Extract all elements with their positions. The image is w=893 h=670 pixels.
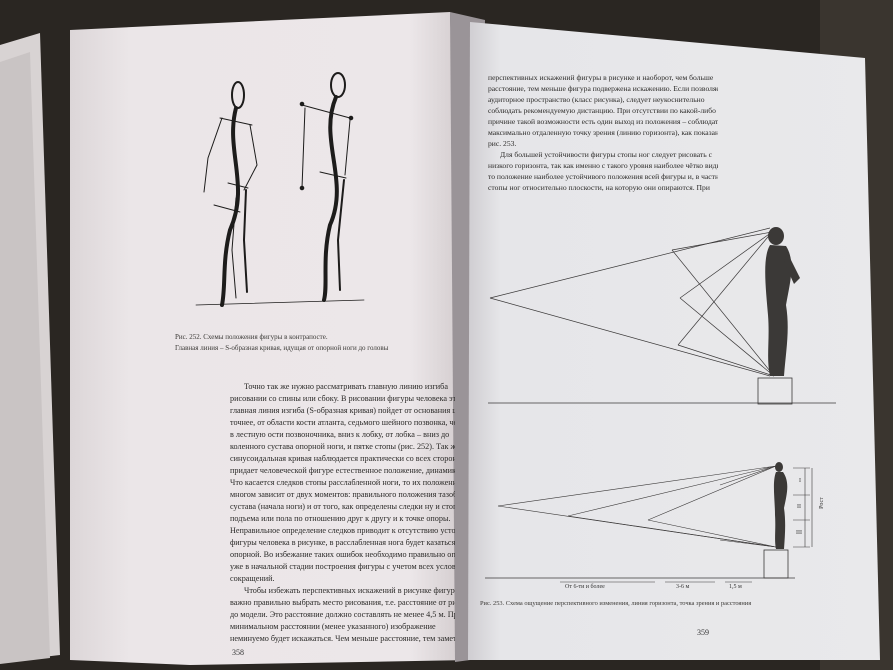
- left-body-line: многом зависит от двух моментов: правиль…: [230, 490, 455, 499]
- diagram-distance-far: От 6-ти и более: [565, 584, 605, 590]
- diagram-label-row-iii: III: [796, 530, 802, 536]
- left-body-line: Точно так же нужно рассматривать главную…: [244, 382, 448, 391]
- left-body-line: сустава (начала ноги) и от того, как опр…: [230, 502, 455, 511]
- diagram-label-row-ii: II: [797, 504, 801, 510]
- left-body-line: Неправильное определение следков приводи…: [230, 526, 455, 535]
- right-body-line: аудиторное пространство (класс рисунка),…: [488, 95, 705, 104]
- left-body-line: в лестную ости позвоночника, вниз к лобк…: [230, 430, 450, 439]
- left-body-line: подъема или пола по отношению друг к дру…: [230, 514, 451, 523]
- figure-253-bottom-diagram: [485, 465, 813, 583]
- left-body-line: неминуемо будет искажаться. Чем меньше р…: [230, 634, 455, 643]
- left-body-line: минимальном расстоянии (менее указанного…: [230, 622, 436, 631]
- figure-252-caption-line2: Главная линия – S-образная кривая, идуща…: [175, 344, 389, 352]
- figure-252-caption-line1: Рис. 252. Схемы положения фигуры в контр…: [175, 333, 328, 341]
- statue-figure-top: [765, 227, 800, 376]
- left-page-number: 358: [232, 648, 244, 657]
- right-body-line: стопы ног относительно плоскости, на кот…: [488, 183, 710, 192]
- right-page-number: 359: [697, 628, 709, 637]
- right-body-line: перспективных искажений фигуры в рисунке…: [488, 73, 714, 82]
- left-body-line: опорной. Во избежание таких ошибок необх…: [230, 550, 455, 559]
- right-body-line: Для большей устойчивости фигуры стопы но…: [500, 150, 712, 159]
- right-body-line: то положение наиболее устойчивого положе…: [488, 172, 718, 181]
- right-body-line: низкого горизонта, так как именно с тако…: [488, 161, 718, 170]
- left-body-line: важно правильно выбрать место рисования,…: [230, 598, 455, 607]
- left-body-line: синусоидальная кривая наблюдается практи…: [230, 454, 455, 463]
- right-body-line: рис. 253.: [488, 139, 517, 148]
- left-body-line: Что касается следков стопы расслабленной…: [230, 478, 455, 487]
- left-body-line: Чтобы избежать перспективных искажений в…: [244, 586, 455, 595]
- right-body-line: расстояние, тем меньше фигура подвержена…: [488, 84, 718, 93]
- page-stack-left-inner: [0, 52, 50, 664]
- left-body-line: коленного сустава опорной ноги, и пятке …: [230, 442, 455, 451]
- left-body-line: уже в начальной стадии построения фигуры…: [230, 562, 455, 571]
- figure-252-drawing: [195, 72, 365, 307]
- right-body-line: причине такой возможности есть один выхо…: [488, 117, 718, 126]
- right-body-line: максимально отдаленную точку зрения (лин…: [488, 128, 718, 137]
- left-body-line: придает человеческой фигуре естественное…: [230, 466, 455, 475]
- figure-253-top-diagram: [488, 227, 836, 405]
- right-page-body: перспективных искажений фигуры в рисунке…: [488, 72, 718, 202]
- diagram-distance-near: 1,5 м: [729, 584, 742, 590]
- left-body-line: рисовании со спины или сбоку. В рисовани…: [230, 394, 455, 403]
- statue-figure-bottom: [773, 462, 788, 549]
- left-body-line: точнее, от области кости атланта, седьмо…: [230, 418, 455, 427]
- left-page-paper: [70, 12, 470, 665]
- left-body-line: фигуры человека в рисунке, в расслабленн…: [230, 538, 455, 547]
- left-page-body: Точно так же нужно рассматривать главную…: [230, 380, 455, 650]
- diagram-label-row-i: I: [799, 478, 801, 484]
- diagram-side-label: Рост: [818, 497, 825, 509]
- diagram-distance-mid: 3-6 м: [676, 584, 690, 590]
- right-body-line: соблюдать рекомендуемую дистанцию. При о…: [488, 106, 716, 115]
- left-body-line: сокращений.: [230, 574, 275, 583]
- figure-253-caption: Рис. 253. Схема ощущение перспективного …: [480, 600, 752, 607]
- left-body-line: до модели. Это расстояние должно составл…: [230, 610, 455, 619]
- left-body-line: главная линия изгиба (S-образная кривая)…: [230, 406, 455, 415]
